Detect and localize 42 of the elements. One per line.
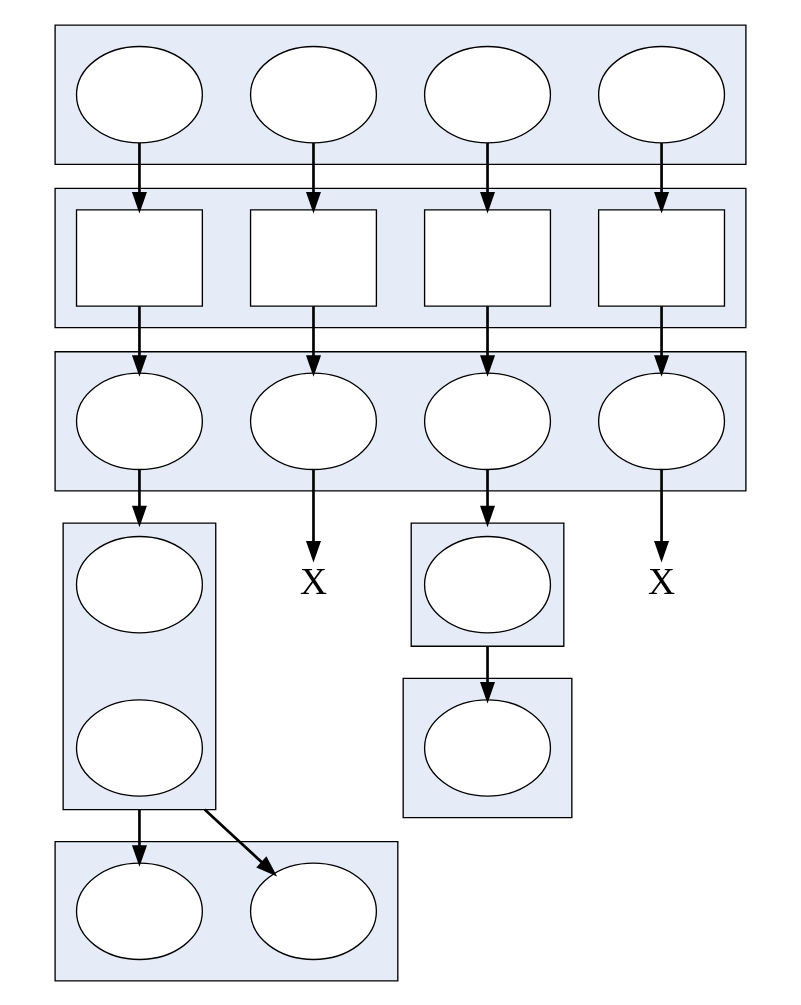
arrow [203,808,278,876]
node-ellipse [249,861,378,960]
arrow [480,305,496,377]
cluster [62,521,217,810]
node-ellipse [75,861,204,960]
node-text: X [299,560,328,602]
node-box [249,208,378,307]
arrow [480,469,496,527]
node-ellipse [423,698,552,797]
arrow [305,469,321,563]
arrow [131,305,147,377]
cluster [402,677,573,818]
arrow [131,809,147,867]
node-ellipse [597,45,726,144]
cluster [54,840,399,982]
node-box [75,208,204,307]
arrow [654,142,670,213]
arrow [654,305,670,377]
node-ellipse [249,45,378,144]
arrow [654,469,670,563]
node-box [597,208,726,307]
node-ellipse [423,371,552,470]
node-ellipse [75,698,204,797]
cluster [410,521,565,647]
node-ellipse [597,371,726,470]
arrow [131,142,147,213]
arrow [305,305,321,377]
node-text: X [648,560,676,602]
node-box [423,208,552,307]
cluster [54,23,747,165]
node-ellipse [75,45,204,144]
node-ellipse [75,535,204,634]
node-ellipse [75,371,204,470]
node-ellipse [423,45,552,144]
cluster [54,187,747,328]
cluster [54,350,747,492]
arrow [480,142,496,213]
arrow [131,469,147,527]
node-ellipse [423,535,552,634]
arrow [480,645,496,703]
arrow [305,142,321,213]
node-ellipse [249,371,378,470]
